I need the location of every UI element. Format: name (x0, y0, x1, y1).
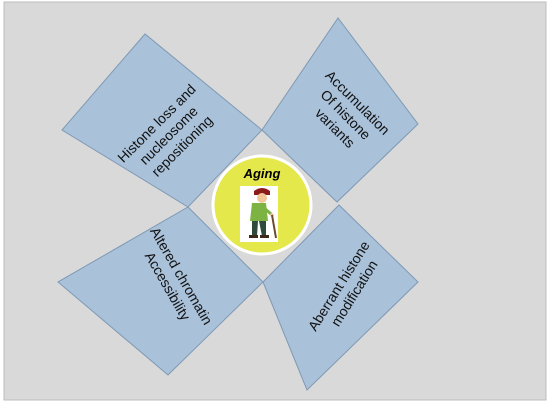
petal-top-right (261, 17, 419, 203)
petal-bottom-right (262, 204, 419, 391)
petal-bottom-left (57, 206, 264, 376)
petal-label-top-right: Accumulation Of histone variants (298, 67, 396, 165)
center-label: Aging (243, 166, 281, 181)
elderly-person-with-cane-icon (240, 186, 278, 242)
